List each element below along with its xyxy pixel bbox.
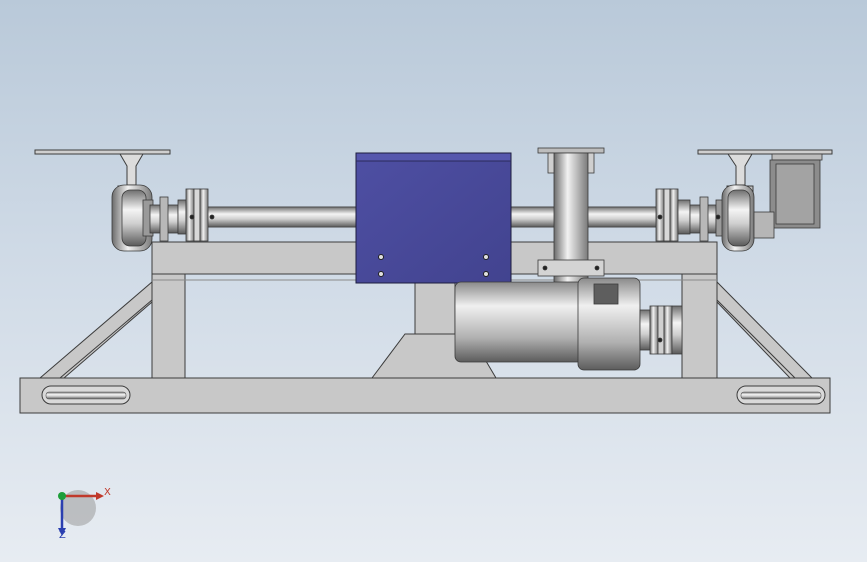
right-drive-unit[interactable] [753, 153, 823, 239]
y-axis-dot [58, 492, 66, 500]
triad-icon [58, 490, 104, 536]
right-wheel-assembly[interactable] [655, 184, 755, 252]
coordinate-triad [44, 478, 124, 548]
gearbox[interactable] [355, 152, 512, 284]
drive-pulley[interactable] [537, 147, 605, 302]
base-slot-right [736, 385, 826, 405]
base-slot-left [41, 385, 131, 405]
motor[interactable] [454, 277, 683, 371]
x-axis-label: X [104, 487, 111, 498]
left-wheel-assembly[interactable] [111, 184, 215, 252]
top-plate-left[interactable] [34, 149, 171, 195]
z-axis-label: Z [59, 530, 66, 541]
